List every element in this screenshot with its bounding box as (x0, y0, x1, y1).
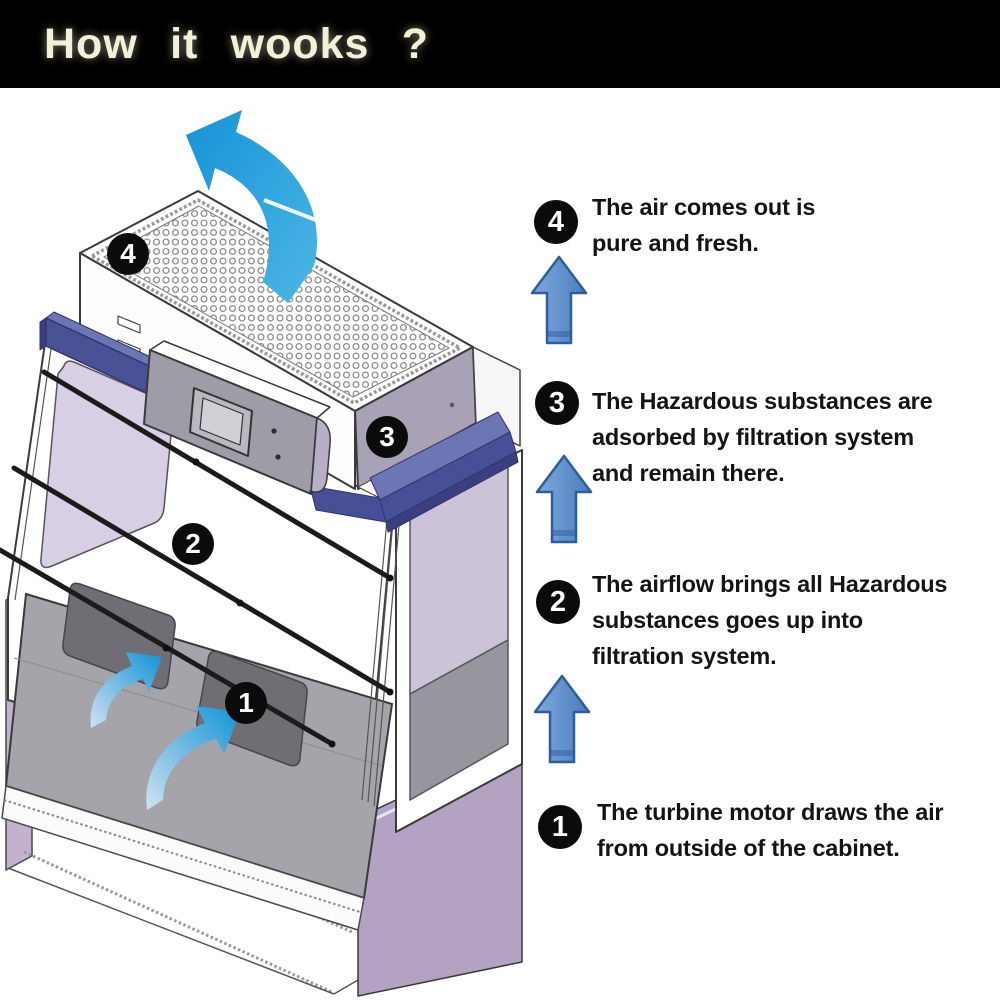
step-1-badge: 1 (538, 805, 582, 849)
page-title: How it wooks ? (44, 19, 429, 68)
step-2-badge: 2 (536, 580, 580, 624)
sash-glass (40, 360, 174, 569)
vent-slot (117, 315, 141, 334)
support-rods (0, 369, 394, 748)
right-side-window (361, 449, 523, 833)
up-arrow-icon (533, 674, 591, 764)
perforated-border (90, 198, 462, 405)
up-arrow-icon (535, 454, 593, 544)
title-bar: How it wooks ? (0, 0, 1000, 88)
control-panel (143, 340, 331, 495)
navy-collar-band (39, 311, 519, 533)
up-arrow-icon (530, 255, 588, 345)
perforated-top (103, 205, 450, 398)
step-1-text: The turbine motor draws the air from out… (597, 799, 944, 861)
side-glass-lower (409, 639, 509, 801)
step-4-badge: 4 (534, 200, 578, 244)
step-4-text: The air comes out is pure and fresh. (592, 194, 816, 256)
intake-airflow-arrows-icon (90, 652, 240, 810)
step-2-text: The airflow brings all Hazardous substan… (592, 571, 948, 669)
exhaust-airflow-arrow-icon (186, 110, 318, 303)
panel-button (275, 454, 281, 460)
diagram-badge-4: 4 (107, 233, 149, 275)
diagram-badge-3: 3 (366, 416, 408, 458)
front-sill (1, 785, 365, 931)
diagram-badge-2: 2 (172, 523, 214, 565)
step-3-text: The Hazardous substances are adsorbed by… (592, 388, 933, 486)
diagram-badge-1: 1 (225, 682, 267, 724)
step-3-badge: 3 (535, 381, 579, 425)
panel-button (271, 428, 277, 434)
